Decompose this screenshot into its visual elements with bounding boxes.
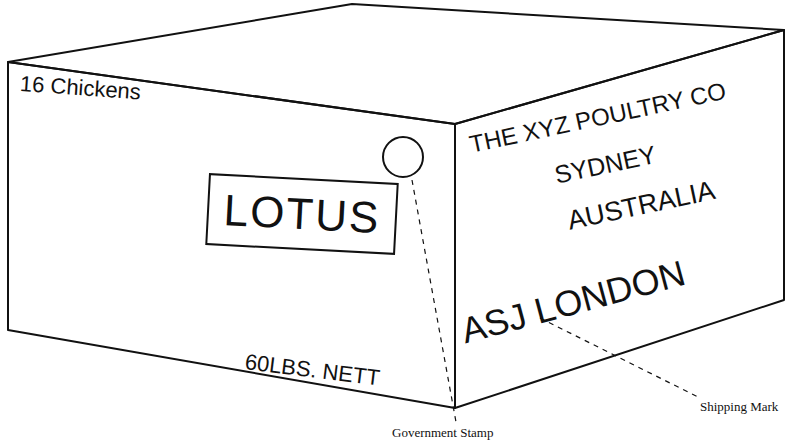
stamp-leader-line (412, 180, 456, 422)
company-label: THE XYZ POULTRY CO (467, 78, 728, 158)
callout-label: Government Stamp (392, 426, 493, 440)
country-label: AUSTRALIA (565, 176, 718, 236)
crate-left-face (8, 62, 455, 408)
weight-label: 60LBS. NETT (244, 350, 382, 391)
brand-box: LOTUS (205, 173, 399, 255)
government-stamp-circle (383, 137, 423, 177)
content-label: 16 Chickens (19, 72, 141, 105)
city-label: SYDNEY (552, 141, 658, 189)
shipping-mark-label: ASJ LONDON (457, 253, 689, 351)
shipping-mark-leader-line (540, 318, 700, 398)
crate-right-face (455, 30, 784, 408)
callout-label: Shipping Mark (700, 400, 778, 414)
brand-name: LOTUS (223, 188, 382, 240)
